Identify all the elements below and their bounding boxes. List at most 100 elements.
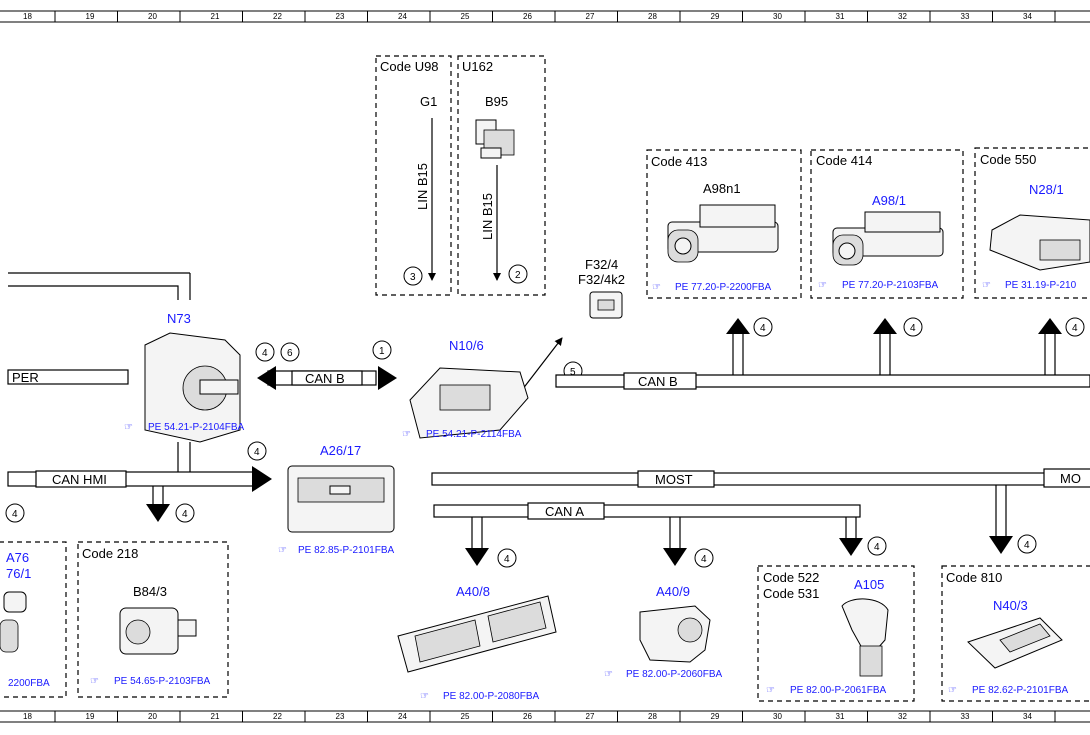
a26-17-radio-icon — [287, 465, 395, 533]
n28-1-ref-icon: ☞ — [982, 280, 991, 291]
n40-3-ref-icon: ☞ — [948, 685, 957, 696]
top-ruler-number: 31 — [836, 12, 845, 21]
a98n1-motor-icon — [667, 204, 779, 263]
n10-6-ref: PE 54.21-P-2114FBA — [426, 429, 522, 440]
a76-ref: 2200FBA — [8, 678, 50, 689]
most-cut-label: MO — [1060, 471, 1081, 486]
bottom-ruler-number: 22 — [273, 712, 282, 721]
a40-9-ref-icon: ☞ — [604, 669, 613, 680]
bottom-ruler-number: 20 — [148, 712, 157, 721]
circle-4-a40-9-num: 4 — [701, 554, 707, 565]
top-ruler-number: 21 — [211, 12, 220, 21]
circle-4-n73-num: 4 — [262, 348, 268, 359]
circle-6-n73 — [280, 342, 300, 362]
n73-down-lines — [177, 442, 191, 472]
code-522-531-box — [757, 565, 915, 702]
n73-ref: PE 54.21-P-2104FBA — [148, 422, 244, 433]
n10-6-label: N10/6 — [449, 338, 484, 353]
top-ruler-number: 33 — [961, 12, 970, 21]
a40-8-display-icon — [397, 595, 557, 673]
bottom-ruler-number: 25 — [461, 712, 470, 721]
most-bus — [431, 472, 1090, 486]
circle-4-414-num: 4 — [910, 323, 916, 334]
n40-3-amplifier-icon — [967, 617, 1063, 669]
can-a-bus — [433, 504, 861, 518]
top-ruler-number: 23 — [336, 12, 345, 21]
code-531-label: Code 531 — [763, 586, 819, 601]
a105-shifter-icon — [841, 598, 889, 677]
code-u98-label: Code U98 — [380, 59, 439, 74]
a40-8-label: A40/8 — [456, 584, 490, 599]
bottom-ruler-number: 19 — [86, 712, 95, 721]
lin-b15-label-2: LIN B15 — [480, 193, 495, 240]
code-218-box — [77, 541, 229, 698]
top-ruler-number: 26 — [523, 12, 532, 21]
arrow-up-a98n1 — [726, 318, 750, 375]
b95-label: B95 — [485, 94, 508, 109]
bottom-ruler-number: 30 — [773, 712, 782, 721]
top-ruler-number: 30 — [773, 12, 782, 21]
bottom-ruler-number: 18 — [23, 712, 32, 721]
n10-6-ref-icon: ☞ — [402, 429, 411, 440]
b84-3-ref: PE 54.65-P-2103FBA — [114, 676, 210, 687]
n73-ignition-switch-icon — [144, 332, 241, 443]
circle-2 — [508, 264, 528, 284]
top-ruler-number: 19 — [86, 12, 95, 21]
code-810-box — [941, 565, 1090, 702]
arrow-up-n28-1 — [1038, 318, 1062, 375]
circle-4-n40 — [1017, 534, 1037, 554]
circle-4-a105-num: 4 — [874, 542, 880, 553]
n28-1-ref: PE 31.19-P-210 — [1005, 280, 1077, 291]
circle-4-a26-num: 4 — [254, 447, 260, 458]
code-218-label: Code 218 — [82, 546, 138, 561]
can-hmi-label: CAN HMI — [52, 472, 107, 487]
circle-3-num: 3 — [410, 272, 416, 283]
n73-ref-icon: ☞ — [124, 422, 133, 433]
code-522-label: Code 522 — [763, 570, 819, 585]
arrow-down-a105 — [839, 517, 863, 556]
bottom-ruler-number: 34 — [1023, 712, 1032, 721]
can-b-right-label-box — [623, 372, 697, 390]
circle-4-a105 — [867, 536, 887, 556]
a26-17-ref-icon: ☞ — [278, 545, 287, 556]
circle-4-a40-8-num: 4 — [504, 554, 510, 565]
bottom-ruler-number: 26 — [523, 712, 532, 721]
code-413-label: Code 413 — [651, 154, 707, 169]
circle-4-550-num: 4 — [1072, 323, 1078, 334]
circle-4-550 — [1065, 317, 1085, 337]
n28-1-module-icon — [989, 214, 1090, 271]
f32-4k2-label: F32/4k2 — [578, 272, 625, 287]
circle-4-a76 — [5, 503, 25, 523]
bottom-ruler-number: 33 — [961, 712, 970, 721]
a98-1-ref-icon: ☞ — [818, 280, 827, 291]
code-550-label: Code 550 — [980, 152, 1036, 167]
circle-4-413-num: 4 — [760, 323, 766, 334]
most-label: MOST — [655, 472, 693, 487]
arrow-down-a40-9 — [663, 517, 687, 566]
arrow-down-a40-8 — [465, 517, 489, 566]
bottom-ruler-number: 29 — [711, 712, 720, 721]
a76-device-icon — [0, 591, 27, 653]
bottom-ruler-number: 23 — [336, 712, 345, 721]
top-ruler-number: 32 — [898, 12, 907, 21]
b84-3-label: B84/3 — [133, 584, 167, 599]
a76-box — [0, 541, 67, 698]
can-a-label: CAN A — [545, 504, 584, 519]
g1-label: G1 — [420, 94, 437, 109]
circle-1-num: 1 — [379, 346, 385, 357]
top-ruler-number: 22 — [273, 12, 282, 21]
a40-8-ref: PE 82.00-P-2080FBA — [443, 691, 539, 702]
code-550-box — [974, 147, 1090, 299]
arrow-up-a98-1 — [873, 318, 897, 375]
n40-3-ref: PE 82.62-P-2101FBA — [972, 685, 1068, 696]
b84-3-camera-icon — [119, 607, 197, 655]
code-u98-box — [375, 55, 452, 296]
a105-ref: PE 82.00-P-2061FBA — [790, 685, 886, 696]
left-line-second — [8, 285, 179, 300]
a98n1-ref-icon: ☞ — [652, 282, 661, 293]
a26-17-ref: PE 82.85-P-2101FBA — [298, 545, 394, 556]
bottom-ruler-number: 24 — [398, 712, 407, 721]
n10-to-f32-arrow — [521, 337, 563, 391]
most-label-box — [637, 470, 715, 488]
